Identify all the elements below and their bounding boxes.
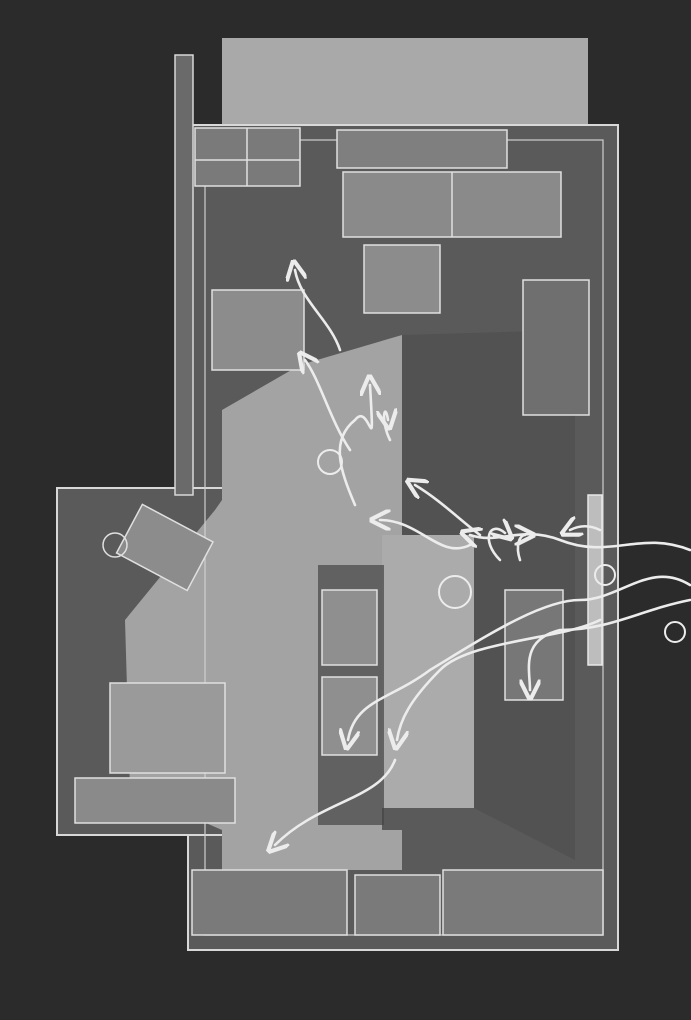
bookcase [194, 127, 301, 187]
stool [102, 532, 128, 558]
shadow-patch [402, 330, 575, 860]
window [587, 494, 603, 666]
airflow-arrow-icon [275, 270, 691, 845]
airflow-swirl [317, 449, 686, 643]
armchair [363, 244, 441, 314]
armchair [211, 289, 305, 371]
sofa [342, 171, 562, 238]
dining-chair [321, 676, 378, 756]
desk [74, 777, 236, 824]
outdoor-light-patch [222, 38, 588, 128]
left-wall-strip [174, 54, 194, 496]
sideboard [336, 129, 508, 169]
cabinet [522, 279, 590, 416]
side-table [115, 503, 215, 592]
bottom-doors [191, 869, 604, 936]
armchair [109, 682, 226, 774]
dining-chair [321, 589, 378, 666]
